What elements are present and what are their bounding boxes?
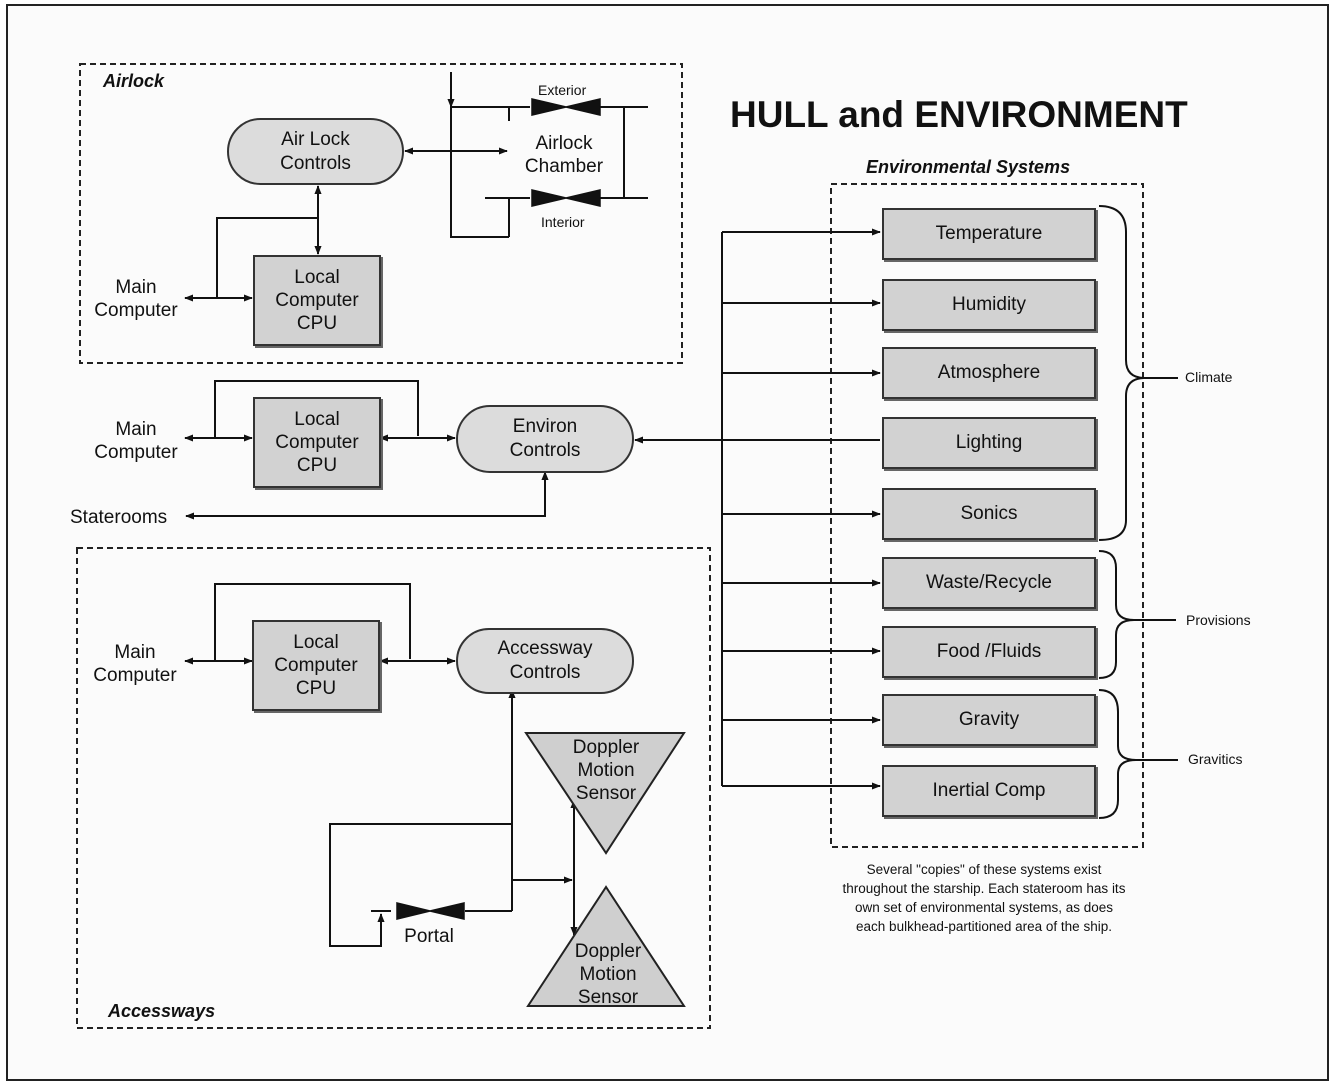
interior-valve [531, 189, 601, 207]
doppler-sensor-bottom: Doppler Motion Sensor [574, 941, 642, 1008]
group-climate: Climate [1185, 369, 1233, 385]
environmental-systems-heading: Environmental Systems [866, 157, 1071, 177]
env-temperature: Temperature [882, 208, 1096, 260]
environ-local-cpu: Local Computer CPU [253, 397, 381, 488]
airlock-region-label: Airlock [103, 71, 165, 91]
env-humidity: Humidity [882, 279, 1096, 331]
accessway-main-computer: Main Computer [93, 642, 177, 686]
exterior-valve [531, 98, 601, 116]
interior-label: Interior [541, 214, 585, 230]
environmental-systems-note: Several "copies" of these systems exist … [842, 862, 1126, 934]
page-title: HULL and ENVIRONMENT [730, 94, 1188, 135]
env-gravity: Gravity [882, 694, 1096, 746]
accessway-local-cpu: Local Computer CPU [252, 620, 380, 711]
staterooms-label: Staterooms [70, 507, 168, 528]
accessways-region [76, 547, 711, 1029]
airlock-local-cpu: Local Computer CPU [253, 255, 381, 346]
env-inertial-comp: Inertial Comp [882, 765, 1096, 817]
environ-main-computer: Main Computer [94, 419, 178, 463]
portal-valve [396, 902, 465, 920]
env-atmosphere: Atmosphere [882, 347, 1096, 399]
env-sonics: Sonics [882, 488, 1096, 540]
airlock-main-computer: Main Computer [94, 277, 178, 321]
doppler-sensor-bottom-shape [526, 885, 686, 1007]
env-lighting: Lighting [882, 417, 1096, 469]
airlock-chamber-label: Airlock Chamber [524, 133, 604, 177]
group-gravitics: Gravitics [1188, 751, 1243, 767]
environmental-systems-region [830, 183, 1144, 848]
env-waste-recycle: Waste/Recycle [882, 557, 1096, 609]
accessway-controls: Accessway Controls [456, 628, 634, 694]
environ-controls: Environ Controls [456, 405, 634, 473]
env-food-fluids: Food /Fluids [882, 626, 1096, 678]
exterior-label: Exterior [538, 82, 587, 98]
doppler-sensor-top: Doppler Motion Sensor [572, 737, 640, 804]
doppler-sensor-top-shape [524, 732, 686, 855]
diagram-frame [6, 4, 1329, 1081]
group-provisions: Provisions [1186, 612, 1251, 628]
air-lock-controls: Air Lock Controls [227, 118, 404, 185]
accessways-region-label: Accessways [108, 1001, 216, 1021]
portal-label: Portal [404, 926, 454, 947]
airlock-region [79, 63, 683, 364]
